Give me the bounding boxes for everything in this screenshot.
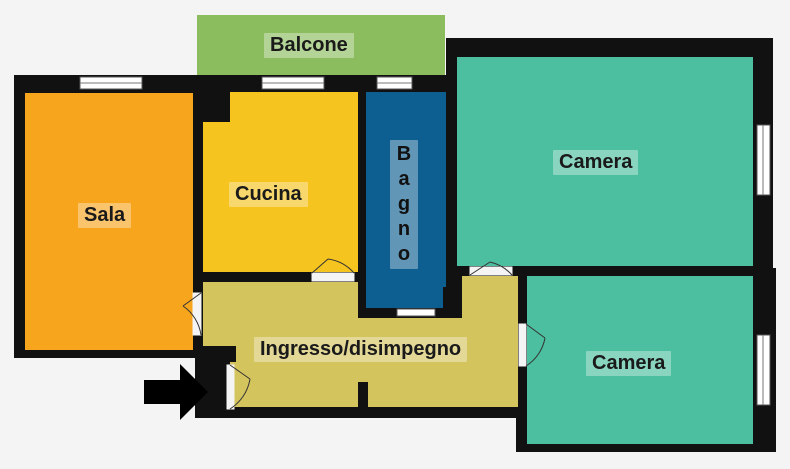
door-entrance-opening [226, 364, 235, 410]
door-camera2-opening [518, 323, 527, 367]
cucina-area [203, 92, 358, 272]
ingresso-label: Ingresso/disimpegno [254, 337, 468, 362]
wall-stub-bagno [443, 287, 461, 311]
balcone-label: Balcone [264, 33, 354, 58]
camera-1-area [457, 57, 753, 266]
door-swings [182, 258, 546, 410]
bagno-letter: g [397, 193, 411, 215]
cucina-label: Cucina [229, 182, 308, 207]
doors [192, 266, 527, 410]
window-ingresso-bottom [396, 308, 436, 317]
bagno-letter: o [397, 243, 411, 265]
door-camera1-opening [469, 266, 513, 276]
sala-label: Sala [78, 203, 132, 228]
balcone-area [197, 15, 445, 75]
door-cucina-opening [311, 272, 355, 282]
sala-area [25, 93, 193, 350]
ingresso-area [203, 276, 518, 407]
bagno-letter: n [397, 218, 411, 240]
bagno-area [366, 92, 446, 308]
wall-stub-divider [358, 382, 368, 408]
entrance-arrow-icon [144, 364, 208, 420]
wall-stub-ingresso [196, 346, 236, 362]
door-sala-opening [192, 292, 202, 336]
bagno-letter: a [398, 168, 410, 190]
camera-2-label: Camera [586, 351, 672, 376]
bagno-letter: B [396, 143, 412, 165]
window-mullions [80, 82, 764, 405]
camera-2-area [527, 276, 753, 444]
bagno-label: B a g n o [390, 140, 418, 269]
camera-1-label: Camera [553, 150, 639, 175]
